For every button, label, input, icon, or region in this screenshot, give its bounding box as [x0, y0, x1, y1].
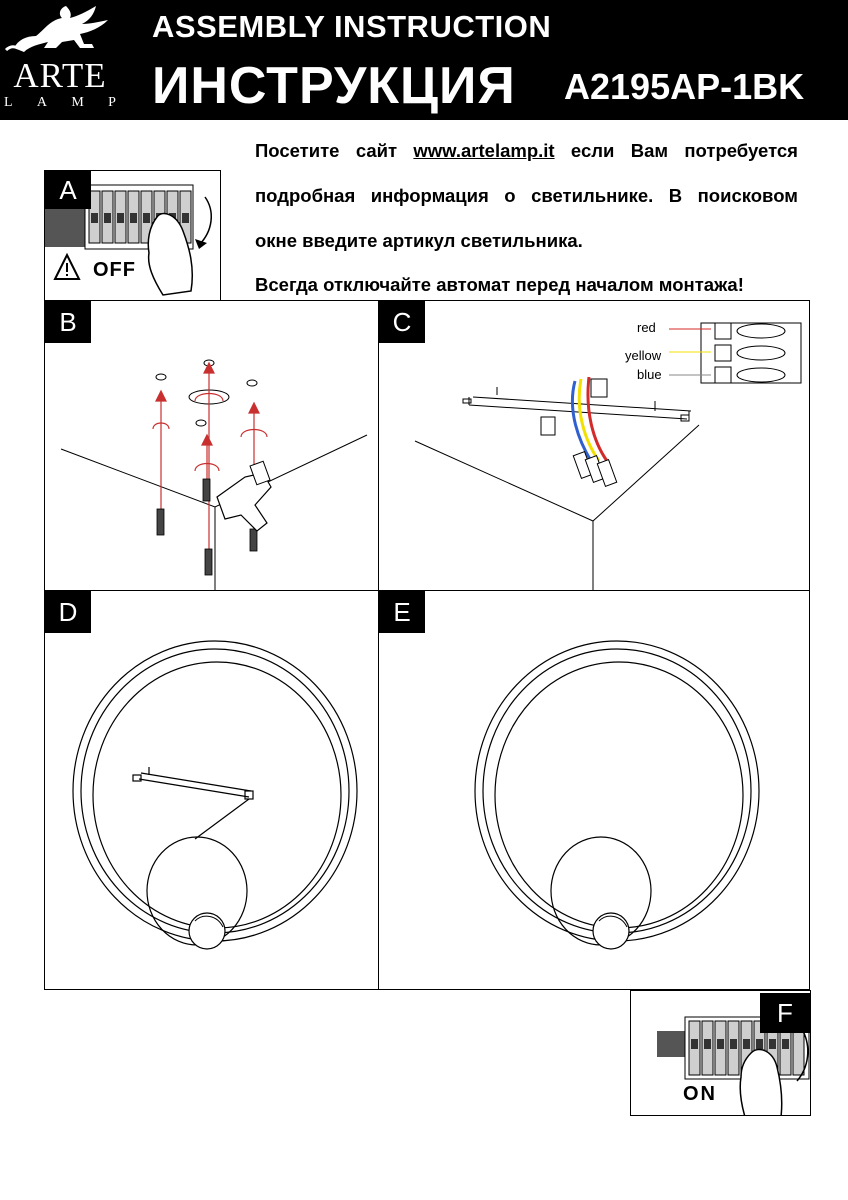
step-a-panel: A OFF: [44, 170, 221, 301]
ring-installed-illustration: [474, 640, 760, 950]
breaker-off-illustration: [45, 184, 212, 296]
intro-word: Посетите: [255, 140, 340, 161]
intro-word: подробная: [255, 185, 356, 206]
wire-label-yellow: yellow: [625, 348, 662, 363]
title-russian: ИНСТРУКЦИЯ: [152, 57, 516, 115]
step-f-panel: F ON: [630, 990, 811, 1116]
logo-letter: L: [4, 95, 13, 110]
title-english: ASSEMBLY INSTRUCTION: [152, 9, 552, 44]
intro-word: Вам: [630, 140, 669, 161]
model-number: A2195AP-1BK: [564, 66, 805, 107]
drilling-illustration: [60, 359, 368, 590]
logo-letter: A: [36, 95, 48, 110]
step-b-label: B: [45, 301, 91, 343]
griffin-icon: [4, 6, 108, 52]
wire-label-red: red: [637, 320, 656, 335]
intro-word: светильнике.: [531, 185, 654, 206]
intro-word: сайт: [355, 140, 398, 161]
step-f-label: F: [760, 993, 810, 1033]
step-e-label: E: [379, 591, 425, 633]
intro-word: В: [668, 185, 683, 206]
intro-line-1: Посетите сайт www.artelamp.it если Вам п…: [255, 140, 798, 162]
ring-mounting-illustration: [72, 640, 358, 950]
step-d-panel: D: [44, 590, 379, 990]
step-b-panel: B: [44, 300, 379, 591]
logo-text: ARTE: [13, 56, 107, 95]
off-label: OFF: [93, 259, 136, 281]
logo-letter: P: [108, 95, 116, 110]
logo-letter: M: [71, 95, 84, 110]
logo-subtext: L A M P: [4, 95, 116, 111]
intro-word: потребуется: [684, 140, 798, 161]
intro-line-3: окне введите артикул светильника.: [255, 230, 583, 251]
wire-label-blue: blue: [637, 367, 662, 382]
intro-warning: Всегда отключайте автомат перед началом …: [255, 274, 744, 295]
breaker-on-illustration: [657, 1016, 810, 1115]
on-label: ON: [683, 1083, 717, 1105]
intro-word: поисковом: [697, 185, 798, 206]
intro-word: если: [570, 140, 615, 161]
step-d-label: D: [45, 591, 91, 633]
step-c-label: C: [379, 301, 425, 343]
step-c-panel: C red yellow blue: [378, 300, 810, 591]
intro-line-2: подробная информация о светильнике. В по…: [255, 185, 798, 207]
step-e-panel: E: [378, 590, 810, 990]
step-a-label: A: [45, 171, 91, 209]
website-link[interactable]: www.artelamp.it: [413, 140, 555, 161]
intro-word: о: [504, 185, 516, 206]
arte-lamp-logo: ARTE L A M P: [0, 0, 120, 120]
header-bar: ARTE L A M P ASSEMBLY INSTRUCTION ИНСТРУ…: [0, 0, 848, 120]
wiring-illustration: [414, 322, 802, 590]
intro-word: информация: [370, 185, 489, 206]
